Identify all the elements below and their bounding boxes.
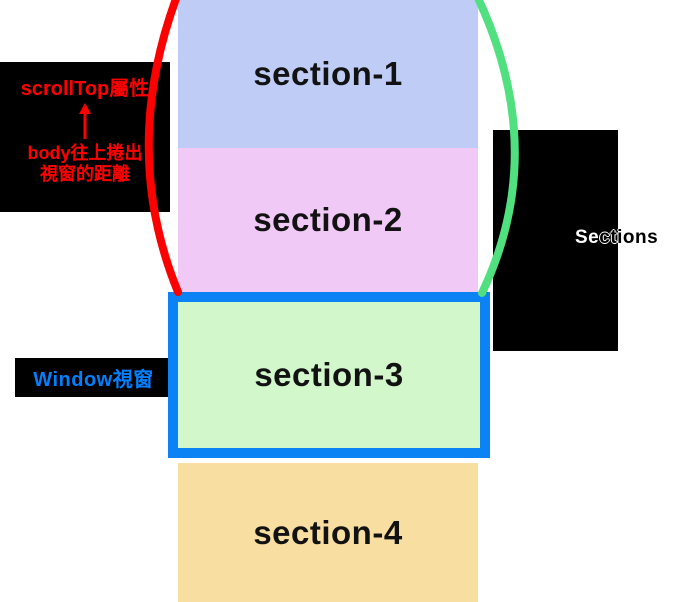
section-2-label: section-2 xyxy=(253,201,403,238)
sections-label-inside: Se xyxy=(575,227,600,248)
section-1-block: section-1 xyxy=(178,0,478,148)
sections-label: Sections xyxy=(575,227,658,249)
section-4-label: section-4 xyxy=(253,513,403,551)
scrolltop-desc-line2: 視窗的距離 xyxy=(40,163,130,184)
window-label-box: Window視窗 xyxy=(15,358,172,397)
window-viewport-frame: section-3 xyxy=(168,292,490,458)
scrolltop-title: scrollTop屬性 xyxy=(20,78,150,100)
scrolltop-annotation-box: scrollTop屬性 body往上捲出 視窗的距離 xyxy=(0,62,170,212)
window-label: Window視窗 xyxy=(33,369,154,391)
section-4-block: section-4 xyxy=(178,463,478,602)
sections-label-edge: ctio xyxy=(599,227,636,248)
scrolltop-desc-line1: body往上捲出 xyxy=(27,143,143,163)
up-arrow-icon xyxy=(76,103,94,141)
section-2-block: section-2 xyxy=(178,148,478,292)
sections-label-outside: ns xyxy=(635,227,659,248)
section-3-label: section-3 xyxy=(254,356,404,393)
section-1-label: section-1 xyxy=(253,55,403,92)
